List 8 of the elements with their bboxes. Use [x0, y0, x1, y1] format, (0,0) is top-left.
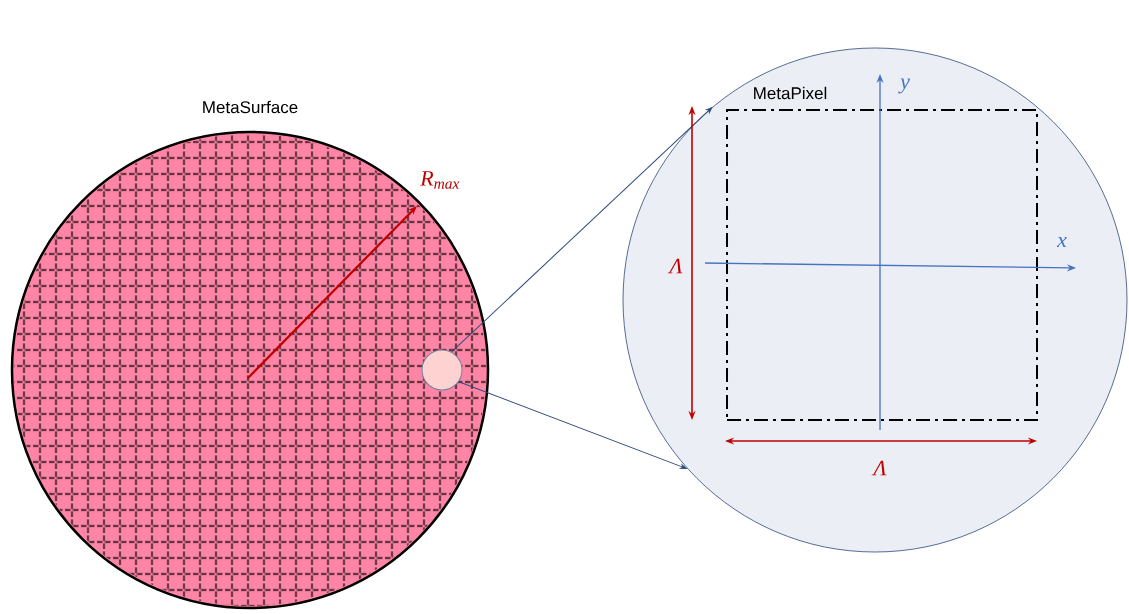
dimension-label: Λ — [667, 258, 683, 274]
axis-label: x — [1056, 236, 1067, 248]
dimension-label: Λ — [871, 460, 887, 476]
radius-label: R$_{max}$ — [420, 171, 460, 189]
heading-label: MetaSurface — [203, 100, 298, 114]
zoom-circle — [622, 47, 1128, 553]
heading-label: MetaPixel — [754, 86, 827, 100]
magnified-spot — [421, 349, 463, 391]
